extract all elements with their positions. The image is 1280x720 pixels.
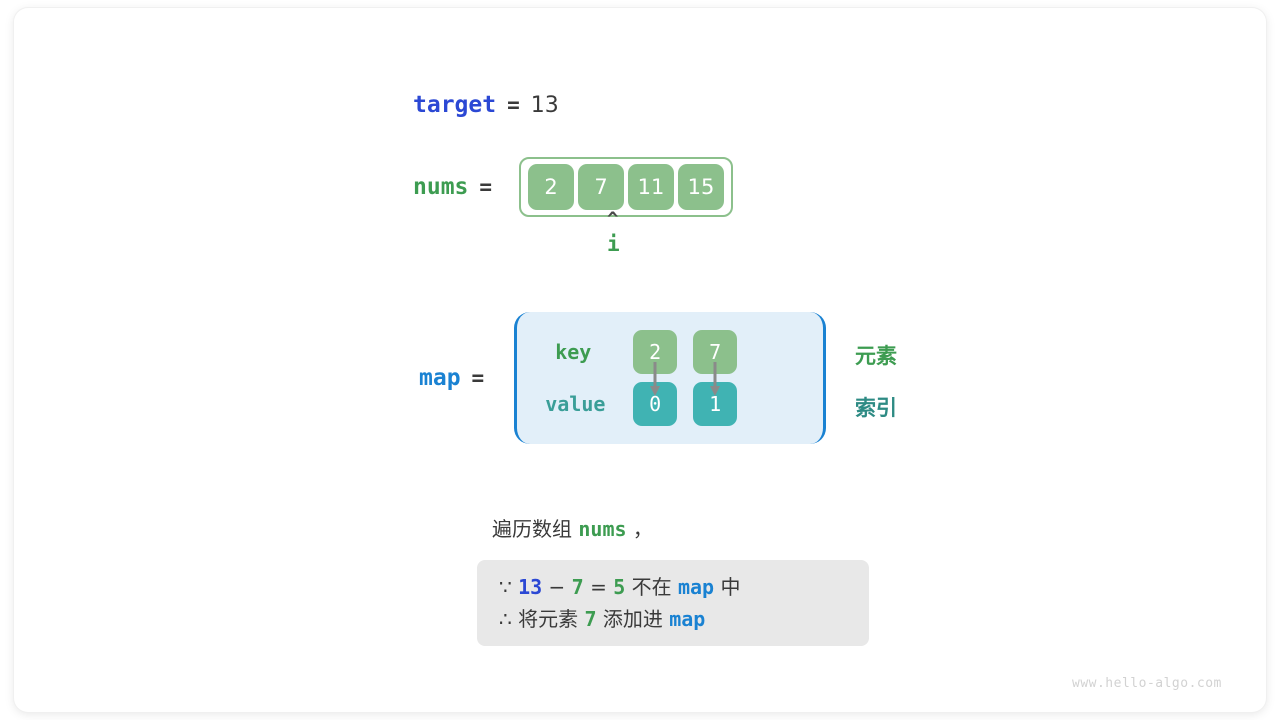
conclusion-line-1: ∵ 13 − 7 = 5 不在 map 中 [499, 571, 847, 603]
map-element-side-label: 元素 [855, 344, 897, 368]
therefore-symbol-icon: ∴ [499, 607, 512, 631]
conclusion-added-value: 7 [584, 607, 597, 631]
equals-operator: = [590, 575, 607, 599]
nums-equals-sign: = [479, 175, 493, 199]
target-row: target = 13 [413, 92, 559, 118]
conclusion-line-2: ∴ 将元素 7 添加进 map [499, 603, 847, 635]
nums-array-container: 2 7 11 15 [519, 157, 734, 217]
target-variable-label: target [413, 92, 497, 118]
target-value: 13 [530, 92, 559, 118]
conclusion-complement-value: 5 [613, 575, 626, 599]
target-equals-sign: = [507, 93, 520, 117]
conclusion-operand-target: 13 [518, 575, 543, 599]
nums-cell: 11 [628, 164, 675, 210]
nums-row: nums = 2 7 11 15 [413, 157, 734, 217]
because-symbol-icon: ∵ [499, 575, 512, 599]
map-container: key value 2 7 0 1 [514, 312, 827, 444]
nums-cell: 7 [578, 164, 625, 210]
nums-cell: 15 [678, 164, 725, 210]
caption-suffix: ， [632, 517, 653, 541]
key-to-value-arrow-icon [650, 362, 661, 396]
watermark: www.hello-algo.com [1072, 676, 1222, 691]
map-key-row-label: key [555, 340, 592, 364]
conclusion-box: ∵ 13 − 7 = 5 不在 map 中 ∴ 将元素 7 添加进 map [477, 560, 869, 646]
map-index-side-label: 索引 [855, 396, 897, 420]
map-variable-label: map [419, 365, 461, 391]
caption-prefix: 遍历数组 [492, 517, 572, 541]
conclusion-action-prefix: 将元素 [518, 607, 579, 631]
conclusion-text-middle: 不在 [631, 575, 672, 599]
nums-variable-label: nums [413, 174, 469, 200]
map-grid: key value 2 7 0 1 [517, 312, 823, 444]
map-value-row-label: value [545, 392, 606, 416]
conclusion-map-target: map [669, 607, 706, 631]
conclusion-operand-current: 7 [571, 575, 584, 599]
caption-text: 遍历数组 nums ， [492, 513, 653, 542]
map-key-cell: 2 [633, 330, 678, 374]
caption-variable: nums [578, 517, 627, 541]
index-pointer-caret-icon: ^ [607, 208, 619, 230]
map-row: map = key value 2 7 0 1 [419, 312, 827, 444]
conclusion-text-end: 中 [720, 575, 741, 599]
conclusion-action-middle: 添加进 [602, 607, 663, 631]
conclusion-map-reference: map [677, 575, 715, 599]
map-equals-sign: = [471, 366, 485, 390]
minus-operator: − [548, 575, 566, 599]
index-pointer-label: i [607, 232, 620, 256]
key-to-value-arrow-icon [710, 362, 721, 396]
nums-cell: 2 [528, 164, 575, 210]
